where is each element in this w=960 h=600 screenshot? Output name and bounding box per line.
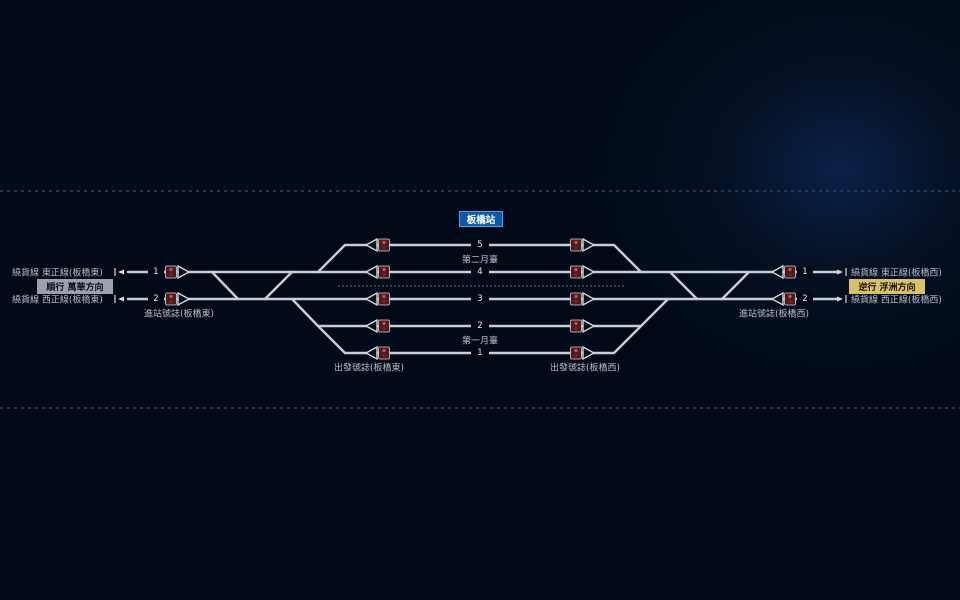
depart-signal-label-left: 出發號誌(板橋東) — [334, 362, 404, 374]
left-main-1-number: 1 — [153, 267, 158, 277]
platform-label-second: 第二月臺 — [462, 254, 498, 266]
line-label-right-upper: 繞貨線 東正線(板橋西) — [851, 267, 942, 279]
left-main-2-number: 2 — [153, 294, 158, 304]
right-main-2-number: 2 — [802, 294, 807, 304]
track-5-number: 5 — [477, 240, 482, 250]
track-1-number: 1 — [477, 348, 482, 358]
track-number-plates — [148, 239, 813, 359]
arrow-right-icon — [837, 268, 847, 276]
direction-badge-right: 逆行 浮洲方向 — [849, 279, 925, 294]
right-main-1-number: 1 — [802, 267, 807, 277]
line-label-right-lower: 繞貨線 西正線(板橋西) — [851, 294, 942, 306]
platform-label-first: 第一月臺 — [462, 335, 498, 347]
entry-signal-label-right: 進站號誌(板橋西) — [739, 308, 809, 320]
station-title: 板橋站 — [459, 211, 503, 227]
line-label-left-lower: 繞貨線 西正線(板橋東) — [12, 294, 103, 306]
depart-signal-label-right: 出發號誌(板橋西) — [550, 362, 620, 374]
track-3-number: 3 — [477, 294, 482, 304]
arrow-right-icon — [837, 295, 847, 303]
entry-signal-label-left: 進站號誌(板橋東) — [144, 308, 214, 320]
line-label-left-upper: 繞貨線 東正線(板橋東) — [12, 267, 103, 279]
direction-badge-left: 順行 萬華方向 — [37, 279, 113, 294]
arrow-left-icon — [114, 295, 124, 303]
track-4-number: 4 — [477, 267, 482, 277]
track-2-number: 2 — [477, 321, 482, 331]
arrow-left-icon — [114, 268, 124, 276]
